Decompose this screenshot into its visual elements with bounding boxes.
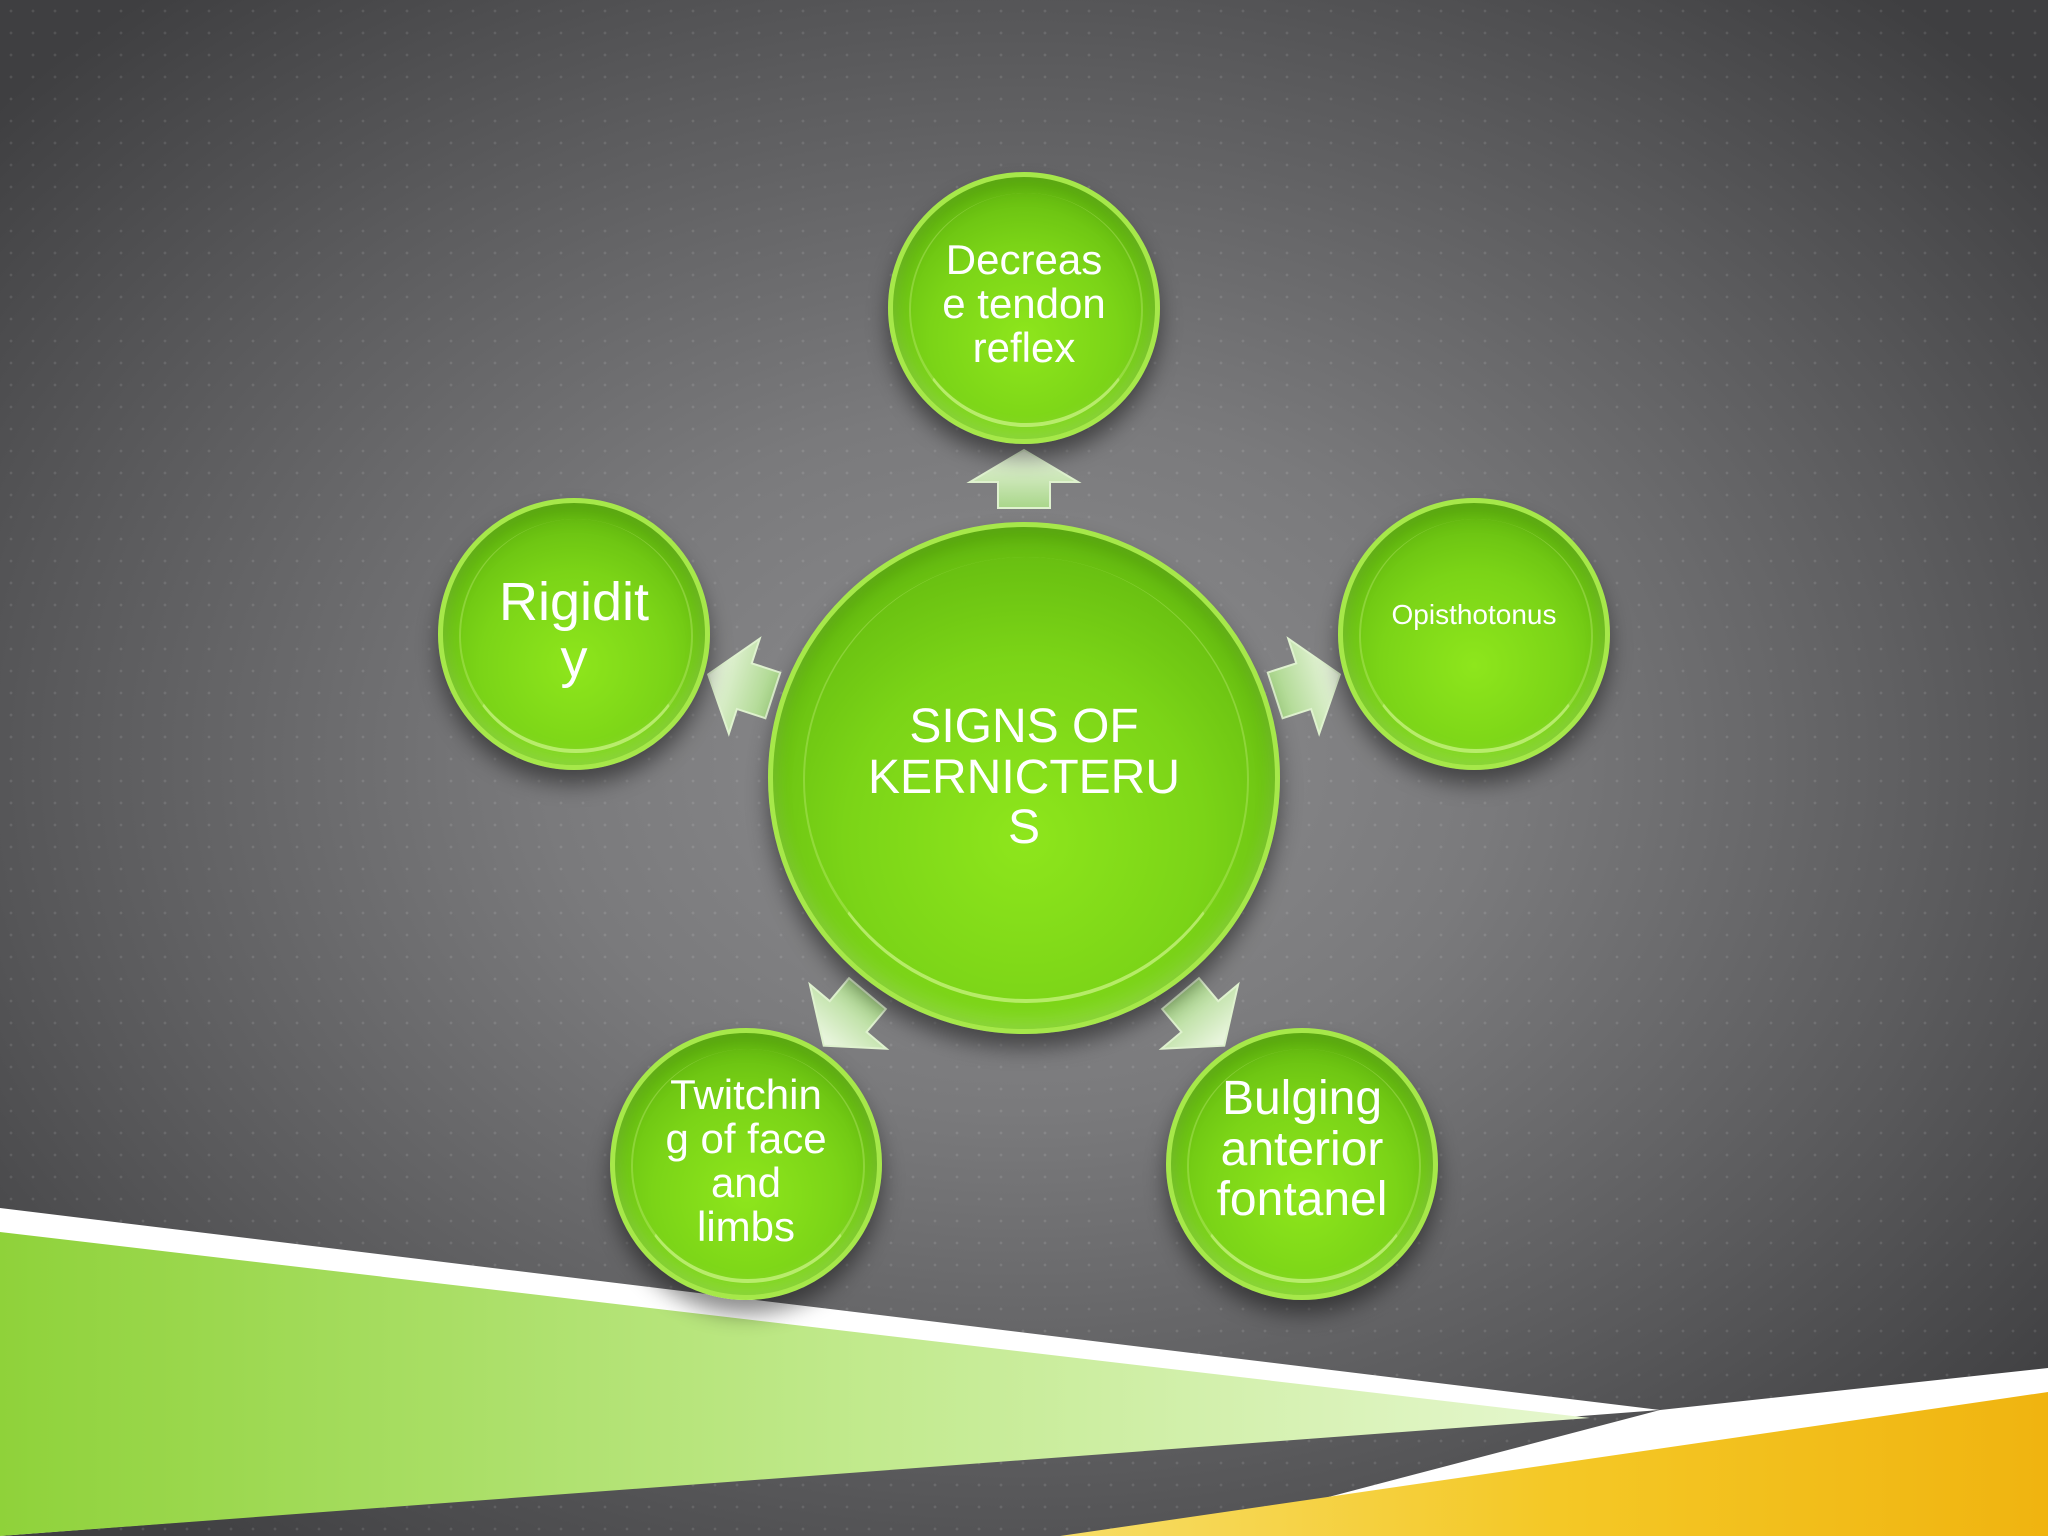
node-bottom-right-line-1: Bulging: [1221, 1072, 1383, 1126]
node-bottom-left-line-4: limbs: [696, 1203, 795, 1251]
node-top-line-3: reflex: [972, 324, 1076, 372]
node-bottom-right-line-3: fontanel: [1216, 1173, 1388, 1227]
arrow-bottom-left: [808, 976, 890, 1050]
node-right-label: Opisthotonus: [1391, 599, 1557, 631]
node-left: Rigidit y: [438, 498, 710, 770]
node-right: Opisthotonus: [1338, 498, 1610, 770]
node-bottom-left-label: Twitchin g of face and limbs: [665, 1070, 827, 1251]
node-bottom-left-line-1: Twitchin: [670, 1070, 822, 1118]
arrow-right: [1266, 636, 1342, 737]
center-node: SIGNS OF KERNICTERU S: [768, 522, 1280, 1034]
arrow-left: [706, 636, 782, 737]
yellow-band: [1060, 1392, 2048, 1536]
arrow-bottom-right: [1158, 976, 1240, 1050]
center-node-label: SIGNS OF KERNICTERU S: [867, 700, 1181, 855]
node-bottom-left: Twitchin g of face and limbs: [610, 1028, 882, 1300]
node-left-label: Rigidit y: [499, 574, 649, 687]
center-line-2: KERNICTERU: [867, 750, 1181, 804]
node-top-line-2: e tendon: [942, 279, 1106, 327]
node-top-label: Decreas e tendon reflex: [942, 235, 1106, 372]
center-line-1: SIGNS OF: [909, 700, 1139, 754]
green-band: [0, 1232, 1590, 1536]
arrow-up: [966, 448, 1082, 509]
node-bottom-right-line-2: anterior: [1220, 1122, 1384, 1176]
node-top: Decreas e tendon reflex: [888, 172, 1160, 444]
node-top-line-1: Decreas: [945, 235, 1103, 283]
node-left-line-2: y: [560, 629, 588, 689]
node-bottom-left-line-2: g of face: [665, 1114, 827, 1162]
node-right-line-1: Opisthotonus: [1391, 599, 1557, 631]
node-bottom-right-label: Bulging anterior fontanel: [1216, 1072, 1388, 1227]
node-bottom-left-line-3: and: [710, 1159, 782, 1206]
node-bottom-right: Bulging anterior fontanel: [1166, 1028, 1438, 1300]
node-left-line-1: Rigidit: [498, 572, 650, 633]
center-line-3: S: [1007, 801, 1040, 855]
